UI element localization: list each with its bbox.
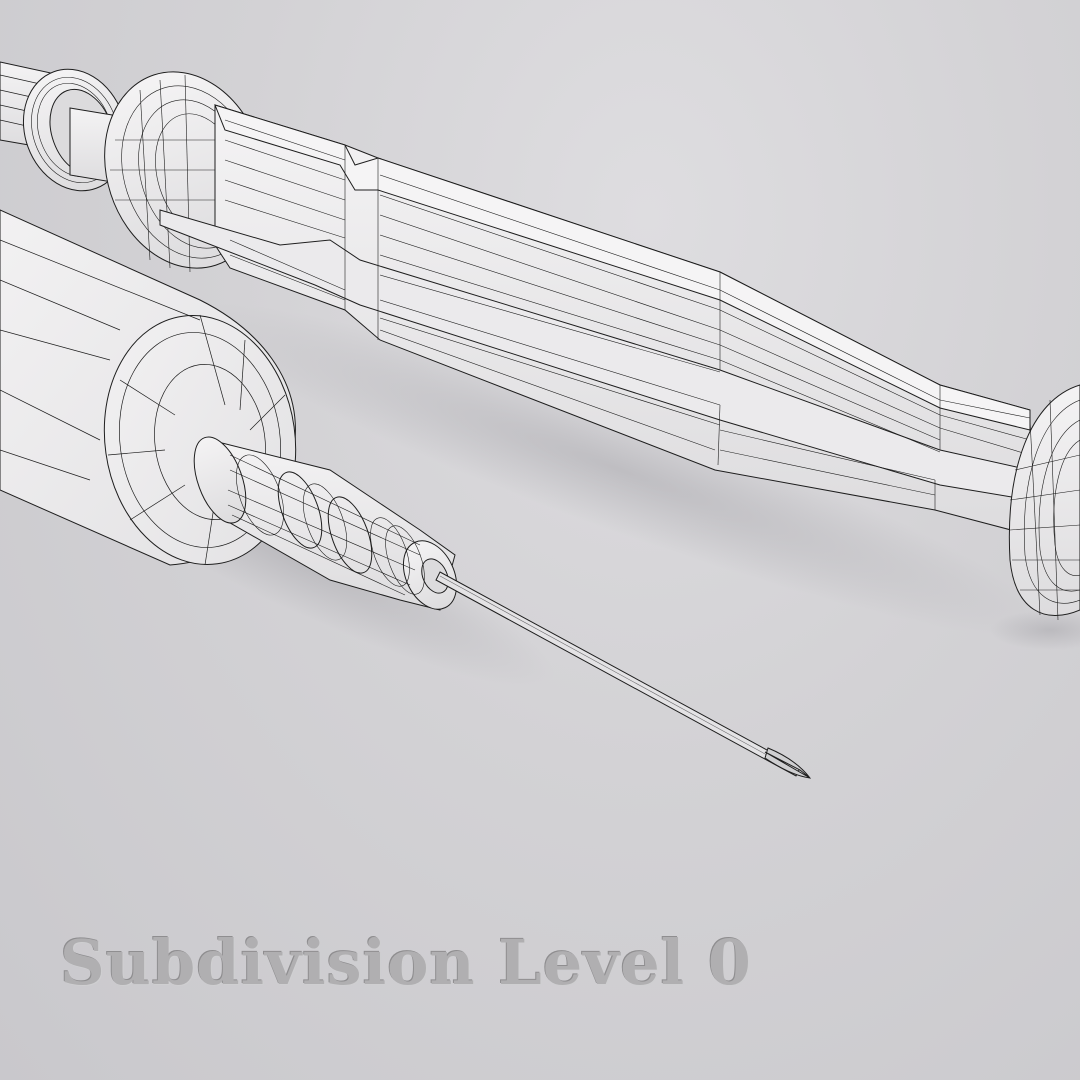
needle-bevel-tip xyxy=(764,747,812,779)
plunger-thumb-flange xyxy=(1008,384,1080,617)
subdivision-level-caption: Subdivision Level 0 xyxy=(60,926,752,999)
luer-hub xyxy=(193,436,458,611)
needle xyxy=(435,571,812,779)
plunger xyxy=(0,61,1080,621)
